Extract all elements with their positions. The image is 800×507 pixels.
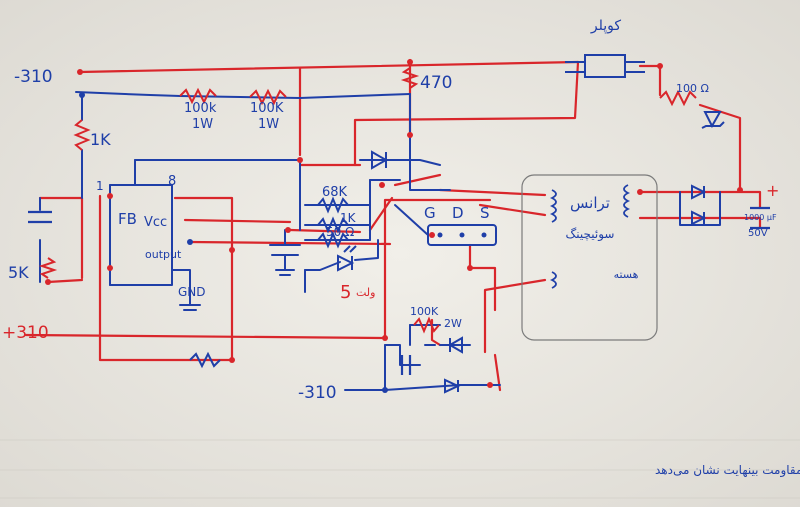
label-100k-2w-watt: 2W [444,317,462,330]
label-1k: 1K [90,130,111,149]
label-led-5: 5 [340,282,351,303]
resistor-470 [400,67,420,89]
junction-dots-blue [79,92,487,393]
label-pin8: 8 [168,174,176,189]
label-pin1: 1 [96,179,104,193]
rectifier-diode-b [691,210,707,226]
label-100k-b-watt: 1W [258,117,279,132]
resistor-bottom [189,351,221,369]
output-capacitor [750,206,770,230]
led-indicator [337,245,357,272]
transformer-outline [521,174,658,341]
label-470: 470 [420,73,452,93]
label-cap-value: 1000 μF [744,213,777,222]
resistor-1k-mid [317,216,349,234]
resistor-100k-b [249,88,287,106]
resistor-100k-a [179,87,217,105]
label-cap-voltage: 50V [748,228,768,239]
label-100k-a: 100k [184,101,217,116]
label-68k: 68K [322,185,348,200]
label-cap-plus: + [766,181,779,200]
capacitor-left [28,210,52,224]
label-mosfet-s: S [480,204,490,222]
zener-diode-top [701,111,725,129]
label-optocoupler: کوپلر [590,18,621,34]
label-led-suffix: ولت [356,286,375,299]
bottom-capacitor [400,355,412,375]
resistor-1k [73,119,91,151]
label-5k: 5K [8,263,29,282]
diode-bottom [444,378,461,394]
label-ic-vcc: Vcc [144,215,167,230]
label-neg310-bottom: -310 [298,383,337,403]
label-ic-fb: FB [118,210,137,228]
diode-snubber [448,336,463,354]
label-transformer-note: هسته [614,268,639,281]
resistor-100k-2w [413,316,440,334]
label-100k-2w: 100K [410,305,439,318]
label-mosfet-g: G [424,204,436,222]
transformer-windings [549,184,631,289]
label-100k-b: 100K [250,101,284,116]
resistor-68k [317,196,349,214]
label-transformer-sub: سوئیچینگ [566,227,615,242]
resistor-50-ohm [317,231,349,249]
resistor-5k [38,257,58,279]
label-ic-output: output [145,248,182,261]
label-transformer-title: ترانس [570,194,610,212]
label-1k-mid: 1K [340,211,357,225]
junction-dots [45,59,743,388]
label-100k-a-watt: 1W [192,117,213,132]
label-neg310-top: -310 [14,67,53,87]
diode-top [371,150,389,170]
label-mosfet-d: D [452,204,464,222]
paper-ruling [0,439,800,499]
resistor-100-ohm [659,89,697,107]
label-footer-note: مقاومت X : قرمز - قرمز - سیاه - طلائی - … [655,463,800,478]
rectifier-diode-a [691,184,707,200]
label-100-ohm: 100 Ω [676,82,709,95]
optocoupler-box [584,54,626,78]
label-pos310: +310 [2,323,49,343]
label-50-ohm: 50 Ω [326,225,354,239]
label-ic-gnd: GND [178,285,206,299]
